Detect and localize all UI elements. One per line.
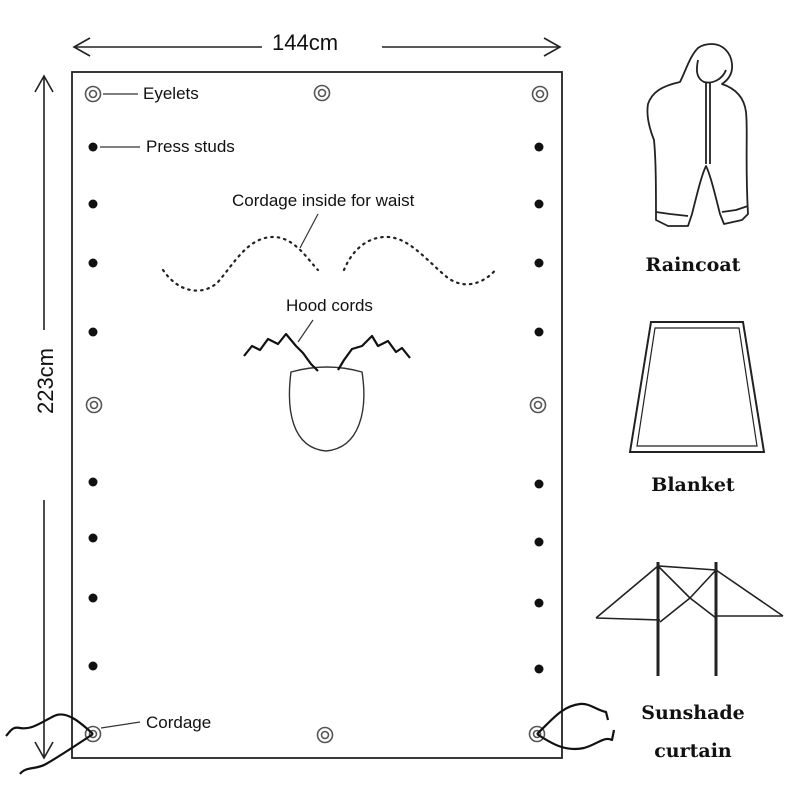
press-stud [88, 661, 98, 671]
press-stud [534, 479, 544, 489]
callout-press-studs: Press studs [146, 137, 235, 156]
eyelet [529, 396, 547, 414]
sunshade-curtain-icon [595, 562, 784, 676]
press-stud [88, 533, 98, 543]
height-dimension-label: 223cm [33, 341, 59, 421]
press-studs [88, 142, 544, 674]
press-stud [88, 258, 98, 268]
eyelets [84, 84, 549, 744]
callout-leaders [100, 93, 319, 729]
press-stud [534, 258, 544, 268]
hood-cords [243, 332, 411, 372]
callout-cordage: Cordage [146, 713, 212, 732]
press-stud [88, 593, 98, 603]
eyelet [85, 396, 103, 414]
waist-cordage [161, 235, 499, 292]
eyelet [316, 726, 334, 744]
width-dimension-arrow [72, 37, 562, 57]
press-stud [534, 598, 544, 608]
press-stud [534, 327, 544, 337]
callout-eyelets: Eyelets [143, 84, 199, 103]
blanket-icon [628, 321, 766, 453]
callout-hood-cords: Hood cords [286, 296, 373, 315]
eyelet [531, 85, 549, 103]
press-stud [88, 199, 98, 209]
use-label-blanket: Blanket [651, 474, 735, 496]
use-label-sunshade-curtain: Sunshade curtain [641, 702, 745, 762]
raincoat-icon [646, 43, 749, 227]
height-dimension-arrow [34, 74, 54, 760]
width-dimension-label: 144cm [268, 30, 343, 56]
press-stud [534, 664, 544, 674]
hood-opening [288, 366, 365, 452]
press-stud [88, 327, 98, 337]
press-stud [88, 477, 98, 487]
use-label-raincoat: Raincoat [645, 254, 741, 276]
corner-cordage [5, 702, 616, 775]
press-stud [534, 199, 544, 209]
callout-cordage-waist: Cordage inside for waist [232, 191, 415, 210]
eyelet [313, 84, 331, 102]
press-stud [534, 537, 544, 547]
press-stud [534, 142, 544, 152]
eyelet [84, 85, 102, 103]
press-stud [88, 142, 98, 152]
